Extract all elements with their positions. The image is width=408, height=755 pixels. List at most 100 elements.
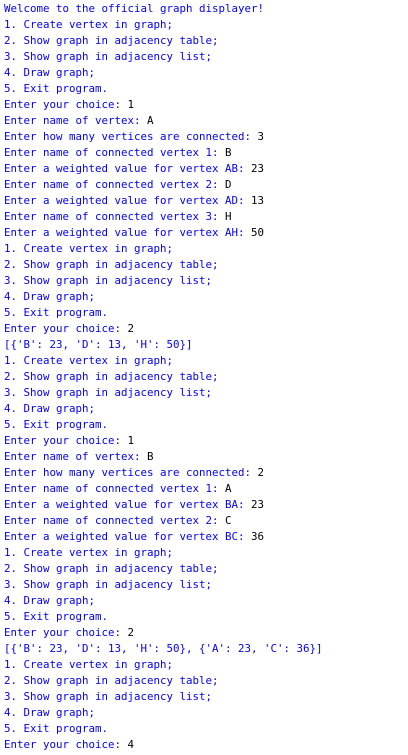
console-user-input: B [225,146,232,159]
console-output-text: 2. Show graph in adjacency table; [4,674,219,687]
console-line: Enter a weighted value for vertex AB: 23 [4,161,408,177]
console-line: 4. Draw graph; [4,289,408,305]
console-line: Enter name of connected vertex 1: B [4,145,408,161]
console-output-text: 3. Show graph in adjacency list; [4,386,213,399]
console-output-text: 3. Show graph in adjacency list; [4,578,213,591]
console-user-input: D [225,178,232,191]
console-output-text: 5. Exit program. [4,722,109,735]
console-user-input: A [147,114,154,127]
console-output-text: 1. Create vertex in graph; [4,658,174,671]
console-output-text: Enter name of connected vertex 2: [4,178,226,191]
console-output-text: Enter name of connected vertex 1: [4,146,226,159]
console-output-text: Enter your choice: [4,738,128,751]
console-output-text: 3. Show graph in adjacency list; [4,690,213,703]
console-line: 4. Draw graph; [4,65,408,81]
console-line: Enter a weighted value for vertex AH: 50 [4,225,408,241]
console-line: Enter your choice: 1 [4,433,408,449]
console-line: Enter a weighted value for vertex AD: 13 [4,193,408,209]
console-output-text: Enter name of connected vertex 1: [4,482,226,495]
console-line: 5. Exit program. [4,609,408,625]
console-line: Welcome to the official graph displayer! [4,1,408,17]
console-line: Enter your choice: 1 [4,97,408,113]
console-user-input: B [147,450,154,463]
console-line: 1. Create vertex in graph; [4,545,408,561]
console-output-text: 1. Create vertex in graph; [4,242,174,255]
console-user-input: 2 [127,322,135,335]
console-output-text: Enter a weighted value for vertex AD: [4,194,252,207]
console-line: 5. Exit program. [4,721,408,737]
console-output-text: 3. Show graph in adjacency list; [4,274,213,287]
console-output: Welcome to the official graph displayer!… [4,1,408,753]
console-user-input: A [225,482,232,495]
console-output-text: 4. Draw graph; [4,594,96,607]
console-output-text: Enter name of vertex: [4,450,148,463]
console-line: 2. Show graph in adjacency table; [4,257,408,273]
console-line: 4. Draw graph; [4,593,408,609]
console-line: 3. Show graph in adjacency list; [4,49,408,65]
console-line: 2. Show graph in adjacency table; [4,33,408,49]
console-line: 1. Create vertex in graph; [4,353,408,369]
console-line: 3. Show graph in adjacency list; [4,689,408,705]
console-line: 3. Show graph in adjacency list; [4,577,408,593]
console-output-text: 1. Create vertex in graph; [4,354,174,367]
console-output-text: Enter a weighted value for vertex AH: [4,226,252,239]
console-user-input: 36 [251,530,265,543]
console-output-text: Enter your choice: [4,98,128,111]
console-output-text: Enter how many vertices are connected: [4,130,258,143]
console-line: Enter a weighted value for vertex BA: 23 [4,497,408,513]
console-line: 2. Show graph in adjacency table; [4,561,408,577]
console-user-input: 2 [127,626,135,639]
console-line: 3. Show graph in adjacency list; [4,273,408,289]
console-output-text: Enter your choice: [4,434,128,447]
console-output-text: 4. Draw graph; [4,290,96,303]
console-line: 4. Draw graph; [4,705,408,721]
console-output-text: [{'B': 23, 'D': 13, 'H': 50}] [4,338,193,351]
console-user-input: C [225,514,232,527]
console-line: Enter your choice: 2 [4,321,408,337]
console-output-text: 5. Exit program. [4,82,109,95]
console-output-text: 2. Show graph in adjacency table; [4,258,219,271]
console-output-text: 4. Draw graph; [4,66,96,79]
console-output-text: 1. Create vertex in graph; [4,546,174,559]
console-line: 2. Show graph in adjacency table; [4,673,408,689]
console-output-text: 2. Show graph in adjacency table; [4,34,219,47]
console-line: [{'B': 23, 'D': 13, 'H': 50}, {'A': 23, … [4,641,408,657]
console-output-text: Enter name of connected vertex 3: [4,210,226,223]
console-output-text: Enter a weighted value for vertex BC: [4,530,252,543]
console-output-text: Enter name of vertex: [4,114,148,127]
console-output-text: 3. Show graph in adjacency list; [4,50,213,63]
console-user-input: H [225,210,232,223]
console-line: Enter name of connected vertex 2: C [4,513,408,529]
console-line: 1. Create vertex in graph; [4,657,408,673]
console-line: 5. Exit program. [4,305,408,321]
console-output-text: Enter how many vertices are connected: [4,466,258,479]
console-line: Enter name of connected vertex 3: H [4,209,408,225]
console-output-text: Enter name of connected vertex 2: [4,514,226,527]
console-line: Enter how many vertices are connected: 2 [4,465,408,481]
console-line: 3. Show graph in adjacency list; [4,385,408,401]
console-user-input: 1 [127,98,135,111]
console-output-text: Enter a weighted value for vertex AB: [4,162,252,175]
console-output-text: Enter your choice: [4,322,128,335]
console-user-input: 2 [257,466,265,479]
console-line: 1. Create vertex in graph; [4,241,408,257]
console-output-text: 5. Exit program. [4,610,109,623]
console-user-input: 13 [251,194,265,207]
console-output-text: [{'B': 23, 'D': 13, 'H': 50}, {'A': 23, … [4,642,323,655]
console-output-text: 5. Exit program. [4,306,109,319]
console-output-text: Enter a weighted value for vertex BA: [4,498,252,511]
console-line: Enter how many vertices are connected: 3 [4,129,408,145]
console-line: 2. Show graph in adjacency table; [4,369,408,385]
console-user-input: 1 [127,434,135,447]
console-output-text: 2. Show graph in adjacency table; [4,562,219,575]
console-output-text: 5. Exit program. [4,418,109,431]
console-line: Enter name of vertex: B [4,449,408,465]
console-output-text: 4. Draw graph; [4,402,96,415]
console-line: 1. Create vertex in graph; [4,17,408,33]
console-line: 5. Exit program. [4,417,408,433]
console-output-text: Welcome to the official graph displayer! [4,2,265,15]
console-output-text: 4. Draw graph; [4,706,96,719]
console-line: 5. Exit program. [4,81,408,97]
console-user-input: 23 [251,162,265,175]
console-output-text: 2. Show graph in adjacency table; [4,370,219,383]
